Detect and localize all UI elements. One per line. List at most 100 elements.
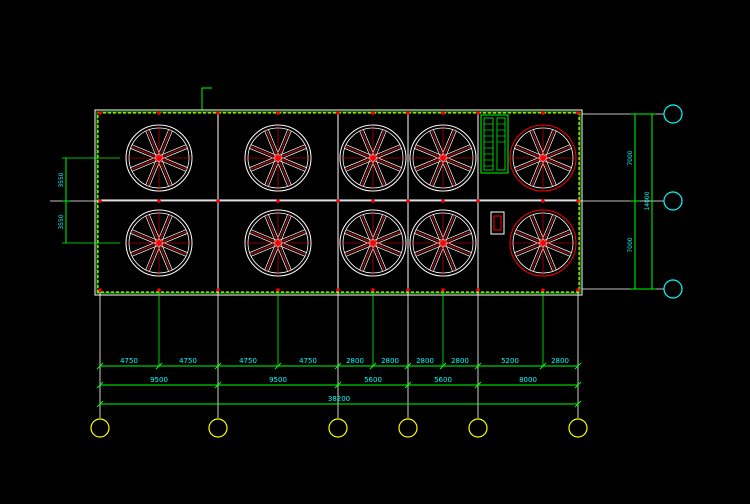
column-node <box>216 199 220 203</box>
column-node <box>541 199 545 203</box>
axis-bubbles-bottom <box>90 418 588 438</box>
dim-mid-1: 9500 <box>150 376 168 384</box>
dim-top-3: 4750 <box>239 357 257 365</box>
dimension-tick <box>96 381 104 389</box>
column-node <box>541 111 545 115</box>
column-node <box>336 199 340 203</box>
opening-icon <box>490 211 505 235</box>
column-nodes <box>98 111 580 292</box>
dim-right-1: 7000 <box>627 150 634 165</box>
dim-right-2: 7000 <box>627 237 634 252</box>
dimension-tick <box>96 400 104 408</box>
column-node <box>541 288 545 292</box>
fan-icon <box>244 124 312 192</box>
dimension-tick <box>539 362 547 370</box>
dimension-lines-right <box>630 113 656 290</box>
dimension-tick <box>274 362 282 370</box>
axis-bubble-bottom-1 <box>90 418 110 438</box>
dim-mid-3: 5600 <box>364 376 382 384</box>
column-node <box>441 288 445 292</box>
dimension-lines-bottom <box>100 365 578 405</box>
dimension-tick <box>404 381 412 389</box>
column-node <box>216 288 220 292</box>
column-node <box>576 111 580 115</box>
dim-right-total: 14000 <box>644 191 651 210</box>
fan-icon <box>125 209 193 277</box>
dim-top-6: 2800 <box>381 357 399 365</box>
fan-icon <box>509 209 577 277</box>
column-node <box>406 199 410 203</box>
fan-icon <box>409 209 477 277</box>
dimension-tick <box>334 381 342 389</box>
dimension-texts-top-row: 4750 4750 4750 4750 2800 2800 2800 2800 … <box>120 357 569 365</box>
column-node <box>336 111 340 115</box>
column-node <box>371 288 375 292</box>
dim-mid-4: 5600 <box>434 376 452 384</box>
column-node <box>157 199 161 203</box>
column-node <box>371 111 375 115</box>
fan-icon <box>339 124 407 192</box>
dimension-tick <box>96 362 104 370</box>
column-node <box>476 288 480 292</box>
dimension-tick <box>214 362 222 370</box>
dimension-tick <box>369 362 377 370</box>
dimension-lines-left <box>62 158 70 243</box>
axis-bubble-bottom-4 <box>398 418 418 438</box>
column-node <box>216 111 220 115</box>
dimension-ticks <box>96 362 582 408</box>
column-node <box>476 199 480 203</box>
dimension-tick <box>334 362 342 370</box>
dimension-tick <box>155 362 163 370</box>
dimension-tick <box>574 381 582 389</box>
dim-top-7: 2800 <box>416 357 434 365</box>
dim-top-2: 4750 <box>179 357 197 365</box>
fan-icon <box>509 124 577 192</box>
column-node <box>276 288 280 292</box>
dim-left-1: 3550 <box>58 172 65 187</box>
axis-bubble-bottom-3 <box>328 418 348 438</box>
stair-icon <box>480 114 509 174</box>
fan-icon <box>339 209 407 277</box>
dimension-tick <box>574 362 582 370</box>
axis-lines <box>50 113 664 418</box>
column-node <box>406 111 410 115</box>
axis-bubble-bottom-6 <box>568 418 588 438</box>
axis-bubble-right-3 <box>663 279 683 299</box>
column-node <box>576 288 580 292</box>
column-node <box>157 288 161 292</box>
column-node <box>441 111 445 115</box>
axis-bubbles-right <box>663 104 683 299</box>
column-node <box>98 111 102 115</box>
dim-top-9: 5200 <box>501 357 519 365</box>
column-node <box>276 199 280 203</box>
dimension-tick <box>574 400 582 408</box>
column-node <box>336 288 340 292</box>
dimension-tick <box>214 381 222 389</box>
column-node <box>476 111 480 115</box>
dim-top-1: 4750 <box>120 357 138 365</box>
column-node <box>98 288 102 292</box>
axis-bubble-bottom-5 <box>468 418 488 438</box>
column-node <box>406 288 410 292</box>
dim-total: 38200 <box>328 395 350 403</box>
dim-left-2: 3550 <box>58 214 65 229</box>
column-node <box>576 199 580 203</box>
dimension-tick <box>474 362 482 370</box>
building-outline-outer <box>94 109 583 296</box>
fan-center-lines <box>62 157 544 366</box>
fan-group <box>125 124 577 277</box>
fan-icon <box>244 209 312 277</box>
column-node <box>276 111 280 115</box>
dim-top-4: 4750 <box>299 357 317 365</box>
axis-bubble-right-1 <box>663 104 683 124</box>
dim-mid-2: 9500 <box>269 376 287 384</box>
dimension-texts-mid-row: 9500 9500 5600 5600 8000 <box>150 376 537 384</box>
dimension-tick <box>474 381 482 389</box>
fan-icon <box>125 124 193 192</box>
column-node <box>371 199 375 203</box>
dim-top-8: 2800 <box>451 357 469 365</box>
dimension-tick <box>404 362 412 370</box>
